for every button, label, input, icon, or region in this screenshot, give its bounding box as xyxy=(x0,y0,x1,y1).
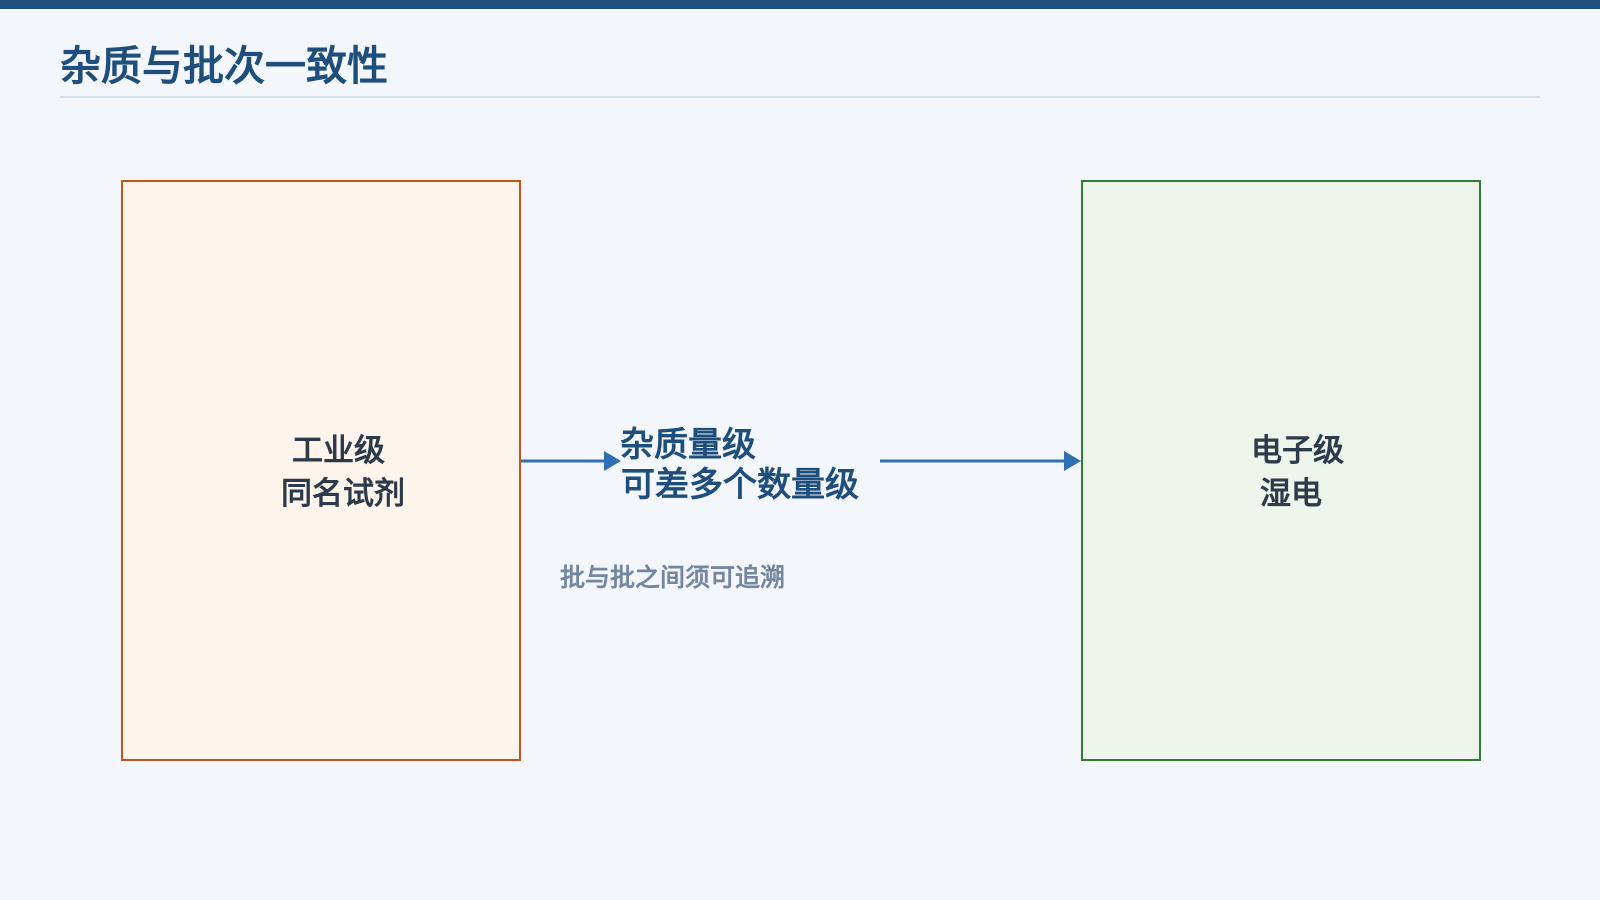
connector-label-magnitude: 可差多个数量级 xyxy=(621,465,859,505)
slide-title: 杂质与批次一致性 xyxy=(60,42,388,90)
top-accent-bar xyxy=(0,0,1600,9)
industrial-grade-sublabel: 同名试剂 xyxy=(281,476,405,512)
traceability-note: 批与批之间须可追溯 xyxy=(560,563,786,592)
electronic-grade-sublabel: 湿电 xyxy=(1260,476,1322,512)
connector-label-impurity: 杂质量级 xyxy=(620,425,756,465)
title-divider xyxy=(60,96,1540,98)
industrial-grade-label: 工业级 xyxy=(292,433,385,469)
arrow-right-segment xyxy=(880,451,1081,471)
electronic-grade-label: 电子级 xyxy=(1251,433,1344,469)
electronic-grade-box xyxy=(1081,180,1481,761)
arrow-left-segment xyxy=(521,451,621,471)
industrial-grade-box xyxy=(121,180,521,761)
